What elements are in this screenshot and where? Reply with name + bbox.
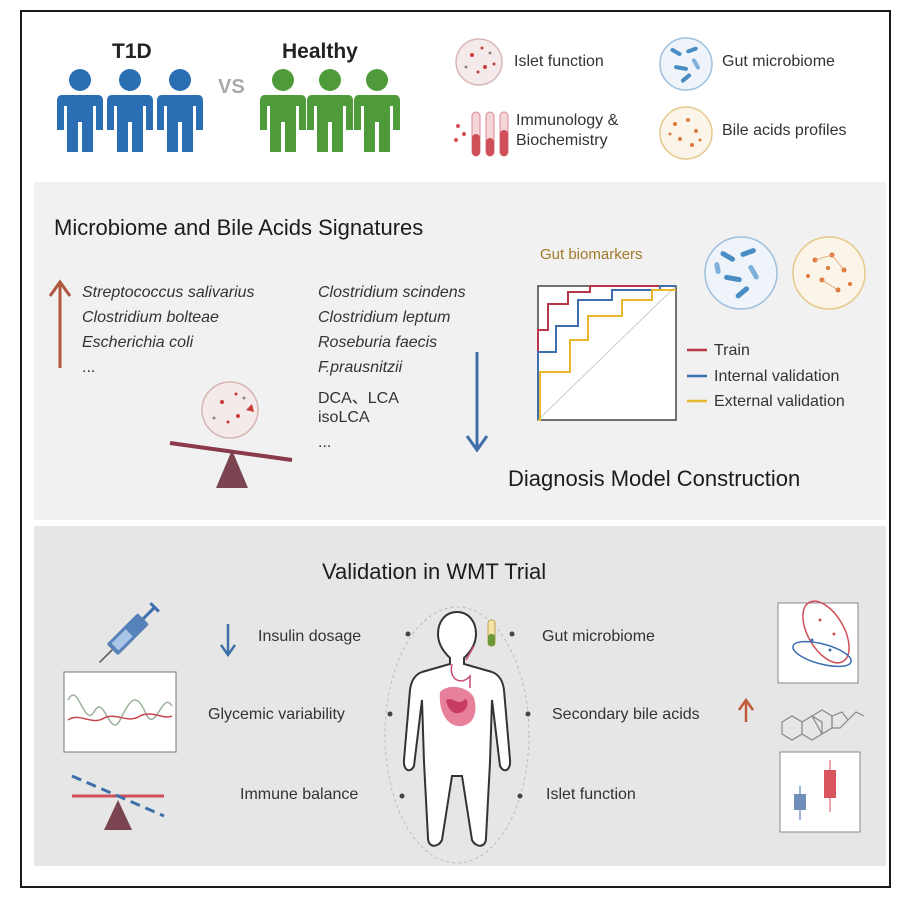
glucose-curve-chart-icon [63, 671, 177, 753]
microbiome-petri-icon [704, 236, 778, 310]
roc-title: Gut biomarkers [540, 246, 643, 263]
seesaw-islet-icon [169, 381, 293, 488]
syringe-icon [98, 602, 160, 664]
down-taxon-2: Clostridium leptum [318, 309, 451, 326]
insulin-dosage-label: Insulin dosage [258, 628, 362, 645]
bile-acids-icon [659, 106, 713, 160]
up-taxon-3: Escherichia coli [82, 334, 194, 351]
glycemic-variability-label: Glycemic variability [208, 706, 345, 723]
down-taxon-4: F.prausnitzii [318, 359, 403, 376]
islet-icon [455, 38, 503, 86]
connector-dots [387, 631, 531, 799]
legend-islet-function: Islet function [514, 53, 604, 70]
up-taxon-1: Streptococcus salivarius [82, 284, 255, 301]
human-body-icon [384, 606, 530, 864]
legend-immunology-line2: Biochemistry [516, 132, 608, 149]
insulin-down-arrow-icon [219, 624, 237, 658]
down-taxon-3: Roseburia faecis [318, 334, 438, 351]
roc-legend-external: External validation [714, 393, 845, 410]
gut-microbiome-label: Gut microbiome [542, 628, 655, 645]
increase-arrow-icon [48, 279, 72, 368]
decrease-arrow-icon [465, 352, 489, 453]
steroid-molecule-icon [781, 709, 865, 741]
up-taxon-more: ... [82, 359, 96, 376]
secondary-bile-acids-label: Secondary bile acids [552, 706, 700, 723]
gut-microbiome-icon [659, 37, 713, 91]
roc-curve-plot [537, 285, 677, 421]
vs-label: VS [218, 76, 245, 98]
legend-bile-acids: Bile acids profiles [722, 122, 847, 139]
roc-legend-train: Train [714, 342, 750, 359]
roc-legend-internal: Internal validation [714, 368, 840, 385]
legend-gut-microbiome: Gut microbiome [722, 53, 835, 70]
down-more: ... [318, 434, 332, 451]
up-taxon-2: Clostridium bolteae [82, 309, 219, 326]
down-metabolite-1: DCA、LCA [318, 390, 399, 407]
pcoa-plot-icon [777, 600, 859, 684]
validation-title: Validation in WMT Trial [322, 559, 547, 584]
legend-immunology-line1: Immunology & [516, 112, 619, 129]
islet-function-label: Islet function [546, 786, 636, 803]
down-metabolite-2: isoLCA [318, 409, 370, 426]
t1d-label: T1D [112, 40, 152, 63]
immunology-tubes-icon [454, 111, 509, 157]
diagnosis-model-title: Diagnosis Model Construction [508, 466, 801, 491]
immune-balance-seesaw-icon [71, 774, 165, 830]
signatures-title: Microbiome and Bile Acids Signatures [54, 215, 424, 240]
sample-tube-icon [487, 619, 496, 647]
bile-acids-petri-icon [792, 236, 866, 310]
bile-acids-up-arrow-icon [737, 697, 755, 722]
down-taxon-1: Clostridium scindens [318, 284, 466, 301]
immune-balance-label: Immune balance [240, 786, 359, 803]
box-plot-icon [779, 751, 861, 833]
healthy-label: Healthy [282, 40, 358, 63]
